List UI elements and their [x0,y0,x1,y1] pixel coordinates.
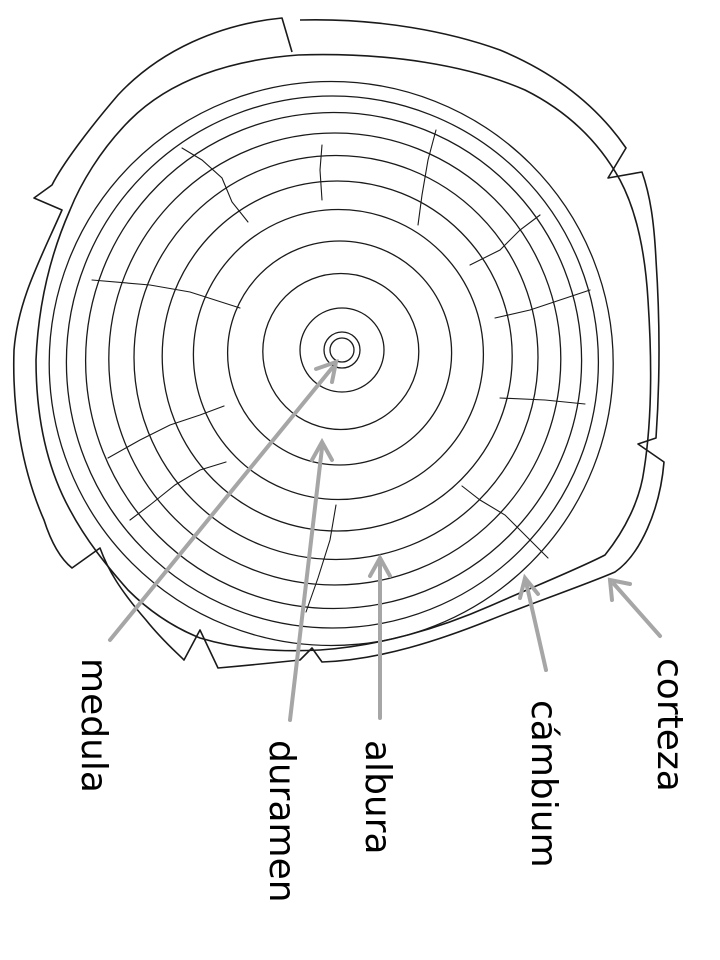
arrow-albura [368,553,392,720]
growth-ring [192,208,485,501]
arrow-shaft [612,582,662,638]
growth-ring [262,272,420,431]
label-albura: albura [357,740,398,855]
arrow-head [607,577,632,602]
arrow-head [310,437,334,462]
arrow-head [368,553,392,578]
cracks [91,129,591,613]
arrow-medula [108,358,339,642]
growth-ring [108,132,562,586]
crack [461,485,549,559]
crack [494,289,591,319]
label-arrows [108,358,662,722]
crack [181,147,249,223]
growth-ring [65,95,600,629]
crack [107,405,225,459]
growth-rings [48,80,614,647]
crack [469,214,541,266]
label-medula: medula [73,658,114,793]
label-corteza: corteza [649,658,690,792]
arrow-cambium [518,573,548,672]
arrow-head [518,573,540,600]
crack [417,129,437,226]
bark-inner-edge [35,53,652,652]
label-cambium: cámbium [523,700,564,868]
bark [12,17,665,669]
growth-ring [299,307,385,393]
arrow-duramen [288,437,334,722]
label-duramen: duramen [261,740,302,903]
arrow-shaft [524,580,548,672]
growth-ring [84,111,583,610]
growth-ring [161,180,513,532]
arrow-head [314,358,339,384]
arrow-corteza [607,577,662,638]
crack [499,397,586,405]
arrow-shaft [288,446,324,722]
pith-ring [329,337,355,363]
growth-ring [48,80,614,647]
crack [129,461,227,521]
arrow-shaft [108,366,334,642]
labels: medula duramen albura cámbium corteza [73,658,690,903]
crack [91,279,241,309]
crack [319,144,323,201]
pith-ring-outer [323,331,361,369]
growth-ring [226,240,453,466]
growth-ring [133,154,539,561]
bark-outer-edge [12,17,665,669]
